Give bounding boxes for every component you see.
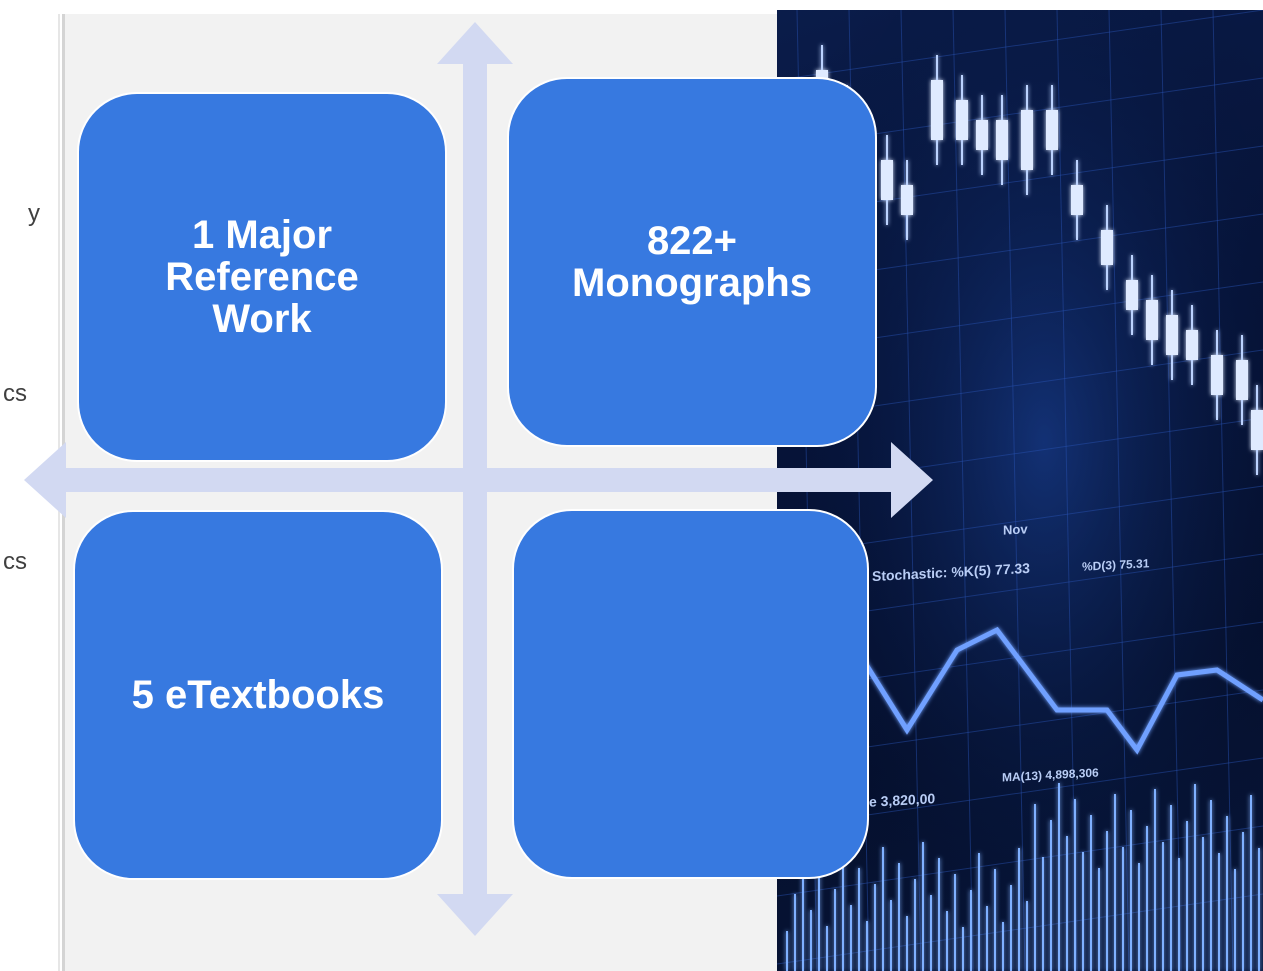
candle-body [1126, 280, 1138, 310]
photo-grid-line [1108, 10, 1130, 971]
candle-body [956, 100, 968, 140]
candle-body [1186, 330, 1198, 360]
quadrant-top-left: 1 Major Reference Work [77, 92, 447, 462]
candle-body [996, 120, 1008, 160]
candle-body [1166, 315, 1178, 355]
left-text-fragment-2: cs [3, 380, 27, 407]
photo-grid-line [777, 10, 1263, 81]
photo-grid-line [952, 10, 974, 971]
photo-grid-line [1212, 10, 1234, 971]
quadrant-bottom-left: 5 eTextbooks [73, 510, 443, 880]
candle-body [1101, 230, 1113, 265]
left-text-fragment-3: cs [3, 548, 27, 575]
photo-grid-line [1056, 10, 1078, 971]
candle-body [1211, 355, 1223, 395]
left-text-fragment-1: y [28, 200, 40, 227]
candle-body [881, 160, 893, 200]
quadrant-top-left-label: 1 Major Reference Work [165, 213, 359, 341]
quadrant-bottom-right [512, 509, 869, 879]
horizontal-double-arrow [24, 442, 933, 518]
candle-body [901, 185, 913, 215]
candle-body [1236, 360, 1248, 400]
candle-body [1046, 110, 1058, 150]
candle-body [931, 80, 943, 140]
quadrant-bottom-left-label: 5 eTextbooks [131, 673, 385, 717]
candle-body [1251, 410, 1263, 450]
candle-body [1146, 300, 1158, 340]
quadrant-top-right: 822+ Monographs [507, 77, 877, 447]
quadrant-top-right-label: 822+ Monographs [572, 219, 812, 305]
candle-body [1021, 110, 1033, 170]
candle-body [1071, 185, 1083, 215]
candle-body [976, 120, 988, 150]
photo-grid-line [1160, 10, 1182, 971]
photo-grid-line [1004, 10, 1026, 971]
